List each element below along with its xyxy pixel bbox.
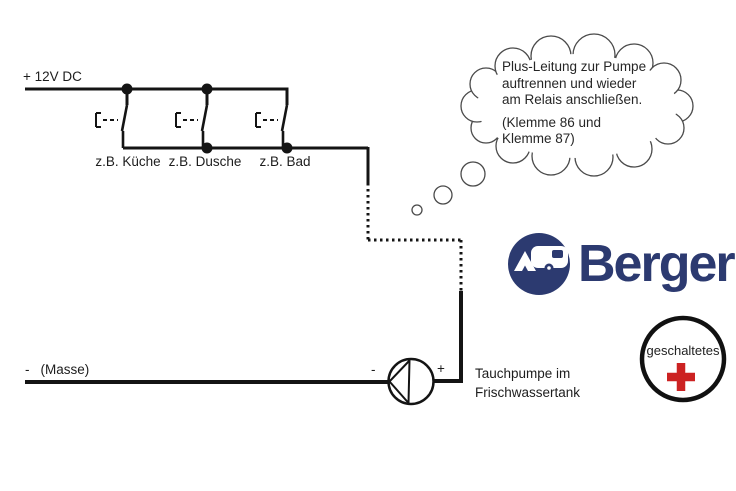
junction-dot xyxy=(121,83,133,95)
switch-label-dusche: z.B. Dusche xyxy=(168,154,242,169)
switch-bad xyxy=(255,104,289,148)
switch-dusche xyxy=(175,104,209,148)
brand-wordmark: Berger xyxy=(578,235,736,293)
bubble-note-line: Klemme 87) xyxy=(502,131,575,146)
switched-plus-badge xyxy=(639,315,727,403)
switch-blade xyxy=(120,104,129,132)
thought-bubble-small xyxy=(460,161,486,187)
junction-dot xyxy=(281,142,293,154)
thought-trail-bubbles xyxy=(411,161,486,216)
pump-caption-line2: Frischwassertank xyxy=(475,384,581,400)
thought-cloud xyxy=(460,33,694,177)
supply-voltage-label: + 12V DC xyxy=(23,69,82,84)
ground-minus-sign: - xyxy=(25,362,30,377)
plus-icon xyxy=(667,363,695,391)
switch-label-bad: z.B. Bad xyxy=(259,154,311,169)
junction-dots xyxy=(121,83,293,154)
supply-rail xyxy=(25,87,289,105)
switch-blade xyxy=(280,104,289,132)
switch-actuator-icon xyxy=(95,112,101,128)
caravan-icon xyxy=(514,246,568,273)
pump-plus-label: + xyxy=(437,361,445,376)
switch-blade xyxy=(200,104,209,132)
junction-dot xyxy=(201,142,213,154)
bubble-line: auftrennen und wieder xyxy=(502,75,637,91)
pump-minus-label: - xyxy=(371,362,376,377)
pump-caption: Tauchpumpe im Frischwassertank xyxy=(475,365,580,402)
switch-actuator-icon xyxy=(255,112,261,128)
bubble-line: am Relais anschließen. xyxy=(502,92,643,107)
pump-caption-line1: Tauchpumpe im xyxy=(475,366,571,381)
switched-plus-badge-label: geschaltetes xyxy=(646,343,720,358)
relay-step-wire xyxy=(366,147,463,383)
bubble-note-line: (Klemme 86 und xyxy=(502,114,602,130)
berger-logo-mark xyxy=(508,233,570,295)
bubble-line: Plus-Leitung zur Pumpe xyxy=(502,59,647,74)
thought-bubble-text: Plus-Leitung zur Pumpe auftrennen und wi… xyxy=(502,59,646,148)
ground-masse-text: (Masse) xyxy=(40,362,90,377)
switch-actuator-icon xyxy=(175,112,181,128)
ground-label: - (Masse) xyxy=(25,362,89,377)
pump-icon xyxy=(387,357,435,406)
switch-label-kueche: z.B. Küche xyxy=(95,154,161,169)
junction-dot xyxy=(201,83,213,95)
thought-bubble-small xyxy=(411,204,423,216)
switch-kueche xyxy=(95,104,129,148)
thought-bubble-small xyxy=(433,185,453,205)
